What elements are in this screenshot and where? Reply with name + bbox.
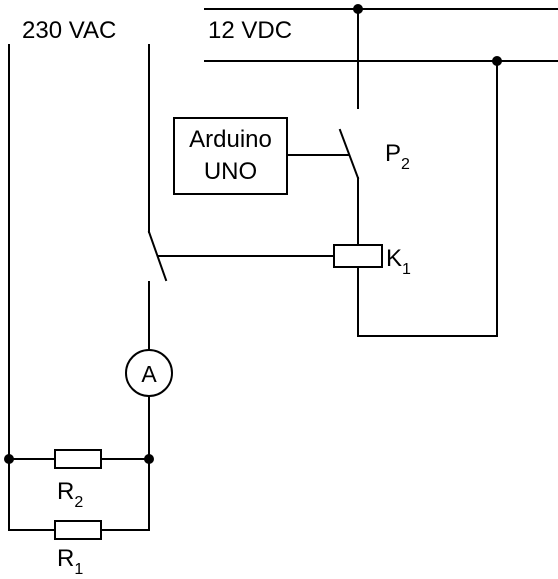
arduino-label-line1: Arduino (189, 126, 272, 153)
ammeter-symbol: A (141, 361, 157, 387)
arduino-label-line2: UNO (204, 158, 257, 185)
resistor-r2 (54, 449, 102, 469)
relay-k1-label: K1 (386, 245, 411, 278)
relay-k1-coil (333, 244, 383, 268)
ac-supply-label: 230 VAC (22, 17, 116, 44)
switch-p2-label: P2 (385, 140, 410, 173)
resistor-r1-label: R1 (57, 545, 83, 578)
resistor-r2-label: R2 (57, 478, 83, 511)
resistor-r1 (54, 520, 102, 540)
dc-supply-label: 12 VDC (208, 17, 292, 44)
